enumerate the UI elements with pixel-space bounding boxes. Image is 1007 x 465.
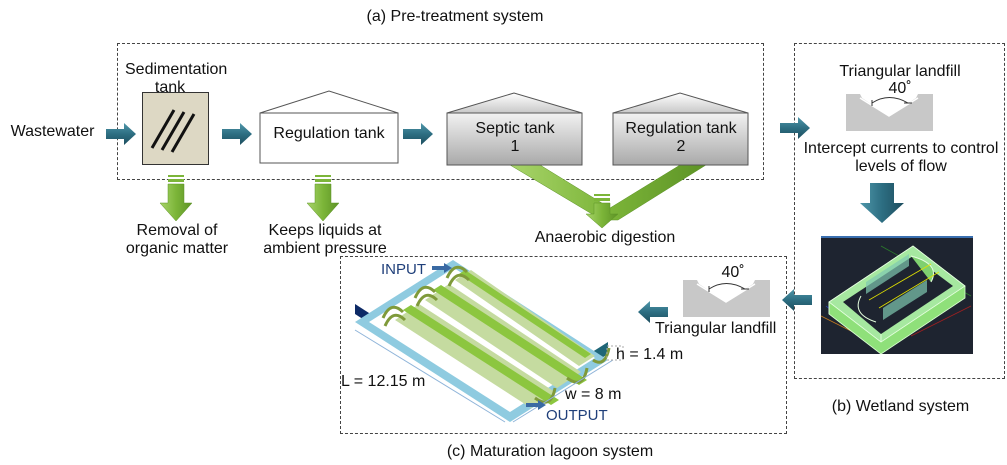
lagoon-angle-label: 40˚: [721, 264, 745, 281]
sedimentation-output-label: Removal of organic matter: [115, 222, 239, 258]
regulation-tank-2: Regulation tank 2: [612, 120, 750, 156]
septic-tank: Septic tank 1: [446, 120, 584, 156]
sedimentation-tank-label: Sedimentation tank: [125, 61, 228, 97]
lagoon-output-label: OUTPUT: [546, 407, 608, 424]
down-arrow-icon: [159, 175, 193, 222]
flow-arrow-icon: [106, 123, 136, 145]
lagoon-length-label: L = 12.15 m: [341, 373, 426, 390]
triangular-weir-icon: [846, 94, 933, 131]
sedimentation-tank-icon: [142, 92, 209, 165]
wetland-cad-image: [820, 236, 973, 355]
wetland-landfill-title: Triangular landfill: [839, 63, 961, 80]
lagoon-system-box: [340, 256, 787, 434]
flow-arrow-icon: [222, 123, 252, 145]
lagoon-landfill-title: Triangular landfill: [655, 320, 777, 337]
lagoon-section-title: (c) Maturation lagoon system: [446, 443, 654, 460]
sedimentation-output-line2: organic matter: [125, 240, 229, 257]
regulation-tank-label: Regulation tank: [273, 125, 385, 142]
wetland-description: Intercept currents to control levels of …: [796, 140, 1006, 176]
down-arrow-icon: [306, 175, 340, 222]
wetland-description-line2: levels of flow: [855, 158, 947, 175]
anaerobic-digestion-label: Anaerobic digestion: [534, 229, 676, 246]
maturation-lagoon-model: [354, 260, 624, 423]
regulation-tank-2-shape: [612, 92, 749, 166]
wetland-section-title: (b) Wetland system: [831, 398, 970, 415]
wastewater-label: Wastewater: [10, 123, 95, 140]
regulation-output-line1: Keeps liquids at: [268, 222, 382, 239]
regulation-tank-shape: [259, 90, 399, 164]
flow-arrow-left-icon: [638, 301, 668, 323]
wetland-description-line1: Intercept currents to control: [803, 140, 999, 157]
septic-tank-label-line1: Septic tank: [475, 120, 555, 137]
input-arrow-icon: [432, 263, 452, 273]
output-arrow-icon: [526, 400, 546, 410]
regulation-tank-2-label-line2: 2: [676, 138, 686, 155]
septic-tank-shape: [446, 92, 583, 166]
pretreatment-system-box: [117, 43, 764, 180]
lagoon-input-label: INPUT: [381, 261, 426, 278]
pretreatment-section-title: (a) Pre-treatment system: [366, 8, 544, 25]
triangular-weir-icon: [683, 280, 770, 317]
regulation-tank-2-label-line1: Regulation tank: [625, 120, 737, 137]
down-arrow-icon: [860, 183, 904, 223]
flow-arrow-left-icon: [782, 289, 812, 311]
wetland-system-box: [794, 43, 1005, 379]
sedimentation-tank-label-line2: tank: [154, 79, 186, 96]
wetland-angle-label: 40˚: [888, 80, 912, 97]
sedimentation-tank-label-line1: Sedimentation: [125, 61, 228, 78]
flow-arrow-icon: [780, 117, 810, 139]
septic-tank-label-line2: 1: [510, 138, 520, 155]
sedimentation-output-line1: Removal of: [136, 222, 218, 239]
regulation-output-line2: ambient pressure: [263, 240, 387, 257]
regulation-output-label: Keeps liquids at ambient pressure: [255, 222, 395, 258]
lagoon-width-label: w = 8 m: [565, 386, 622, 403]
flow-arrow-icon: [403, 123, 433, 145]
lagoon-height-label: h = 1.4 m: [616, 346, 684, 363]
